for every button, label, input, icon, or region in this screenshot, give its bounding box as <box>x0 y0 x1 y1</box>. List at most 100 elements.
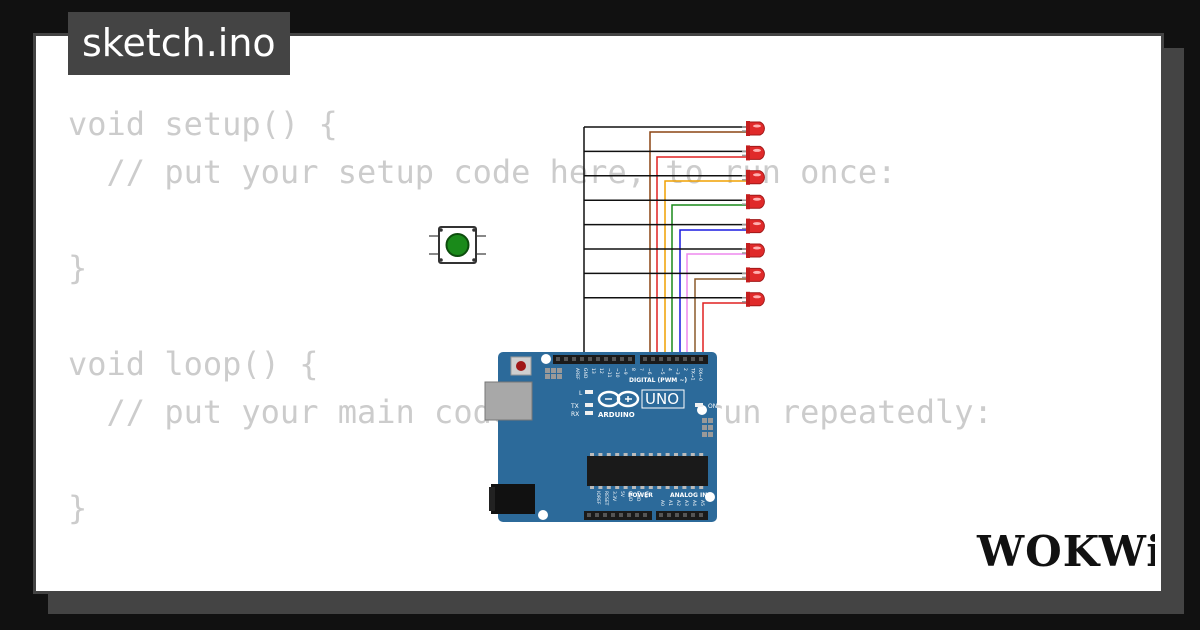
digital-pin-label: 4 <box>667 368 673 371</box>
led[interactable] <box>742 121 765 136</box>
bottom-header-holes <box>587 513 703 517</box>
analog-pin-label: A0 <box>659 500 665 506</box>
code-line: // put your setup code here, to run once… <box>68 153 897 191</box>
digital-pin-label: 7 <box>638 368 644 371</box>
signal-wire <box>656 156 748 358</box>
code-line: void loop() { <box>68 345 319 383</box>
header-hole <box>620 357 624 361</box>
digital-pin-label: ~10 <box>614 368 620 378</box>
led[interactable] <box>742 218 765 234</box>
header-hole <box>596 357 600 361</box>
signal-wire <box>694 278 748 358</box>
digital-header-right <box>640 355 708 364</box>
button-corner <box>472 228 476 232</box>
signal-wire <box>679 229 748 358</box>
digital-pin-label: ~3 <box>674 368 680 375</box>
header-hole <box>612 357 616 361</box>
header-hole <box>675 357 679 361</box>
button-corner <box>439 258 443 262</box>
header-hole <box>604 357 608 361</box>
model-box <box>641 389 685 409</box>
power-pin-label: RESET <box>603 491 609 506</box>
mounting-hole <box>705 492 715 502</box>
reset-button-cap <box>516 361 526 371</box>
analog-pin-label: A3 <box>683 500 689 506</box>
led[interactable] <box>742 291 765 307</box>
tx-led <box>585 403 593 407</box>
led[interactable] <box>742 267 765 283</box>
header-hole <box>643 357 647 361</box>
header-hole <box>580 357 584 361</box>
header-hole <box>691 357 695 361</box>
digital-pin-label: ~5 <box>659 368 665 375</box>
power-pin-label: GND <box>627 491 633 502</box>
button-cap <box>445 233 470 257</box>
button-corner <box>439 228 443 232</box>
header-hole <box>572 357 576 361</box>
digital-pin-label: 12 <box>598 368 604 374</box>
microcontroller-chip <box>587 456 708 486</box>
digital-pin-label: 8 <box>630 368 636 371</box>
digital-pin-label: ~9 <box>622 368 628 375</box>
chip-pins <box>590 453 704 489</box>
led-array <box>742 121 765 307</box>
icsp-header <box>545 368 562 379</box>
mounting-hole <box>697 405 707 415</box>
on-led <box>695 403 703 407</box>
button-corner <box>472 258 476 262</box>
analog-header <box>656 511 708 520</box>
digital-pin-label: TX→1 <box>689 367 695 381</box>
usb-connector <box>484 381 533 421</box>
digital-header-holes <box>556 357 703 361</box>
board-brand: ARDUINO <box>598 411 635 419</box>
led[interactable] <box>742 194 765 210</box>
header-hole <box>651 357 655 361</box>
power-jack-lip <box>489 487 495 511</box>
signal-wire <box>671 204 748 358</box>
header-hole <box>556 357 560 361</box>
rx-led <box>585 411 593 415</box>
power-jack <box>491 484 535 514</box>
analog-pin-label: A4 <box>691 500 697 506</box>
header-hole <box>683 357 687 361</box>
code-line: } <box>68 249 88 287</box>
header-hole <box>699 357 703 361</box>
on-label: ON <box>708 403 717 410</box>
wokwi-logo-text: WOKWi <box>976 527 1155 576</box>
digital-pin-label: RX←0 <box>697 368 703 381</box>
header-hole <box>667 357 671 361</box>
header-hole <box>628 357 632 361</box>
analog-pin-label: A2 <box>675 500 681 506</box>
led[interactable] <box>742 145 765 161</box>
led[interactable] <box>742 169 765 185</box>
tx-label: TX <box>570 403 579 410</box>
analog-pin-label: A1 <box>667 500 673 506</box>
header-hole <box>588 357 592 361</box>
digital-pin-label: GND <box>582 368 588 379</box>
digital-pin-label: 2 <box>682 368 688 371</box>
power-pin-label: 5V <box>619 491 625 498</box>
signal-wire <box>649 131 748 358</box>
header-hole <box>659 357 663 361</box>
mounting-hole <box>538 510 548 520</box>
led[interactable] <box>742 243 765 258</box>
digital-header-left <box>553 355 635 364</box>
digital-pin-label: ~11 <box>606 368 612 378</box>
l-led-label: L <box>579 390 583 397</box>
power-header <box>584 511 652 520</box>
power-pin-label: IOREF <box>595 491 601 505</box>
rx-label: RX <box>571 411 579 418</box>
header-hole <box>564 357 568 361</box>
code-line: } <box>68 489 88 527</box>
signal-wire <box>686 253 748 358</box>
wokwi-logo: WOKWi <box>976 527 1155 576</box>
icsp-header <box>702 418 713 437</box>
pushbutton[interactable] <box>429 226 486 264</box>
board-model: UNO <box>645 390 679 408</box>
file-tab[interactable]: sketch.ino <box>68 12 290 75</box>
analog-pin-label: A5 <box>699 500 705 506</box>
